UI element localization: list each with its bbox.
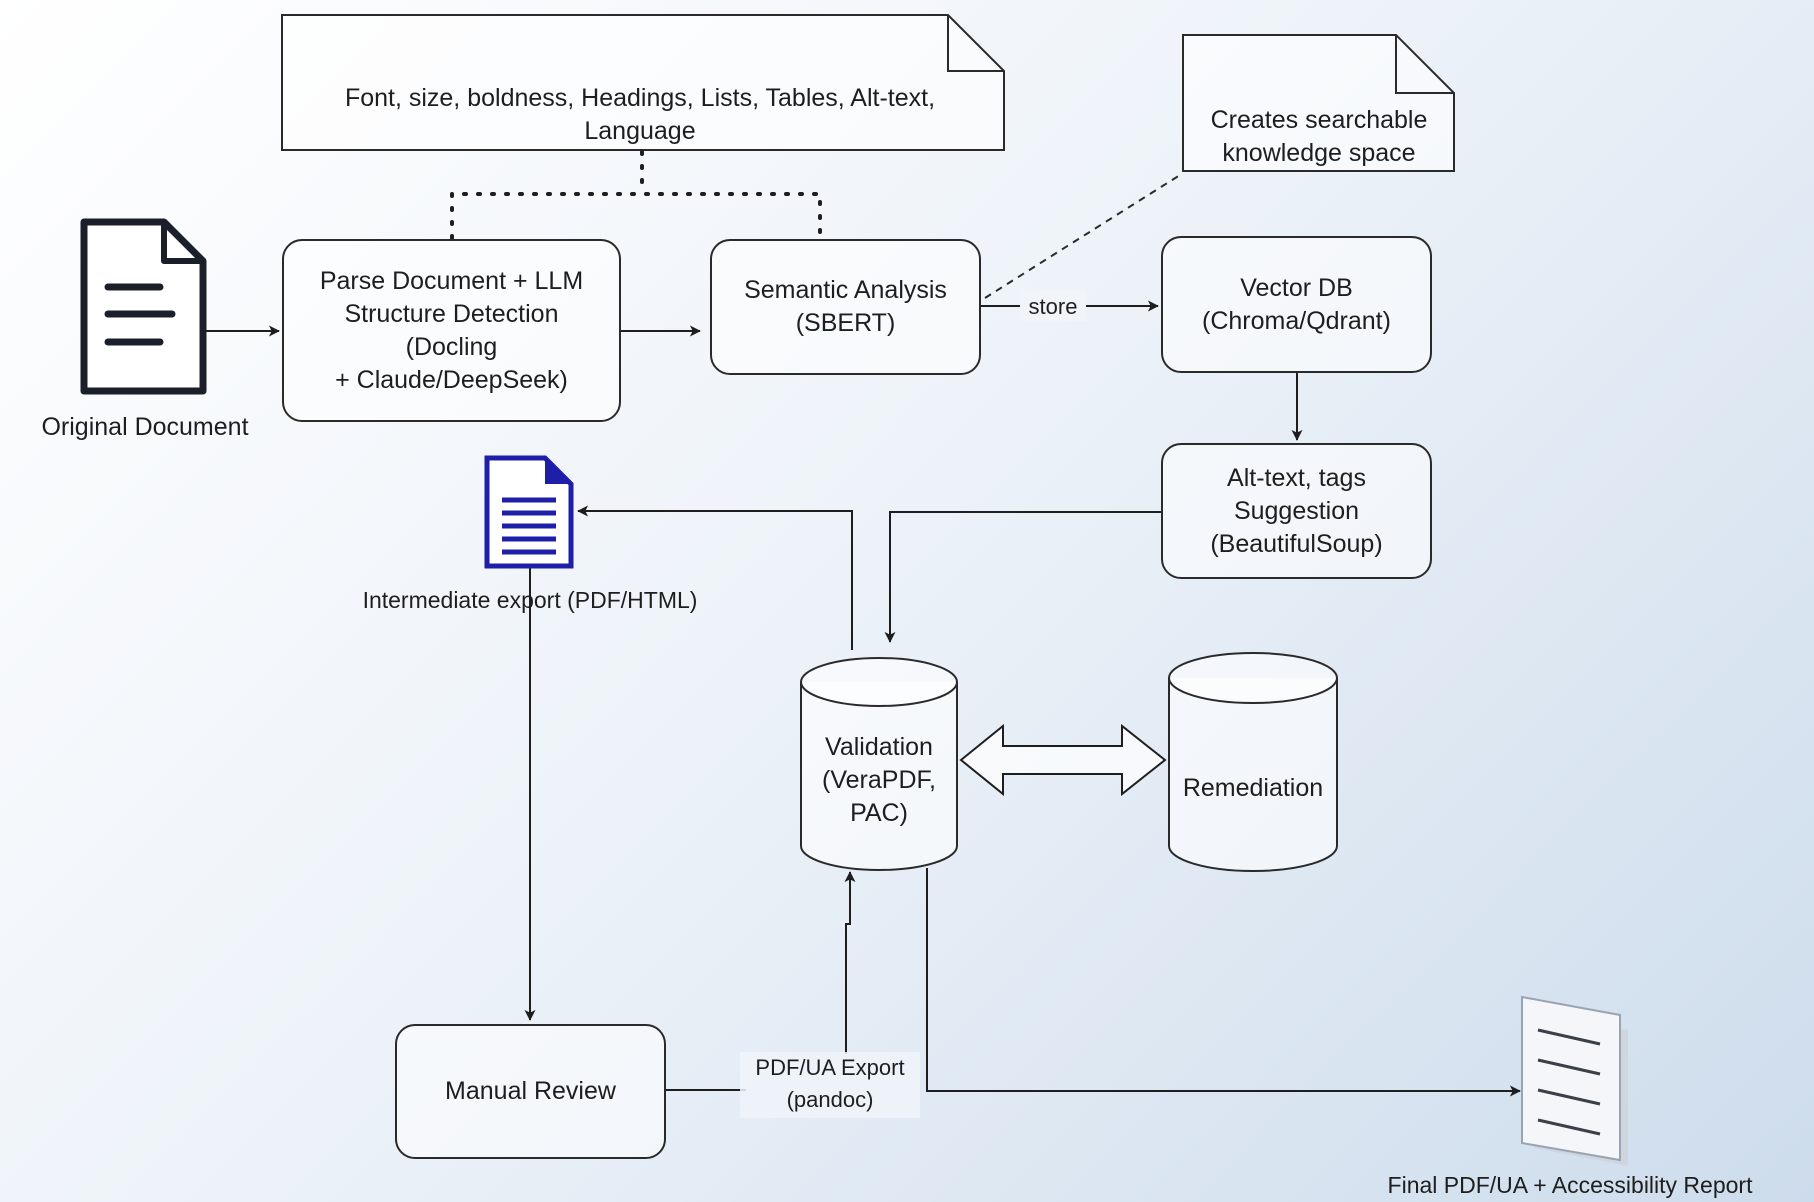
parse-document-label: Parse Document + LLM Structure Detection… [319,266,584,394]
edge-review-to-validation [666,872,850,1091]
dashed-link-knowledge [984,174,1181,299]
remediation-cylinder [1168,652,1338,872]
alt-text-label: Alt-text, tags Suggestion (BeautifulSoup… [1210,463,1383,558]
blue-document-icon [484,455,574,569]
edge-validation-to-export [577,505,853,650]
knowledge-note-shape [1182,34,1455,172]
validation-cylinder [800,657,958,871]
dotted-link-features [450,150,822,240]
manual-review-label: Manual Review [445,1077,616,1105]
manual-review-box [395,1024,666,1159]
document-icon [80,218,207,395]
semantic-analysis-label: Semantic Analysis (SBERT) [744,276,947,337]
validation-label: Validation (VeraPDF, PAC) [822,732,936,827]
features-note-shape [281,14,1005,151]
remediation-label: Remediation [1182,773,1324,802]
alt-text-box [1161,443,1432,579]
report-document-icon [1521,995,1628,1166]
features-note-label: Font, size, boldness, Headings, Lists, T… [344,84,936,145]
knowledge-note-label: Creates searchable knowledge space [1210,106,1428,167]
edge-alttext-to-validation [884,511,1161,643]
parse-document-box [282,239,621,422]
original-document-label: Original Document [41,412,249,441]
double-arrow-validation-remediation [959,723,1167,797]
intermediate-export-label: Intermediate export (PDF/HTML) [362,586,698,613]
final-report-label: Final PDF/UA + Accessibility Report [1387,1171,1753,1198]
edge-validation-to-final [926,868,1521,1097]
vector-db-label: Vector DB (Chroma/Qdrant) [1202,273,1391,335]
vector-db-box [1161,236,1432,373]
store-edge-label: store [1020,291,1086,321]
semantic-analysis-box [710,239,981,375]
pdfua-export-edge-label: PDF/UA Export (pandoc) [740,1052,920,1118]
